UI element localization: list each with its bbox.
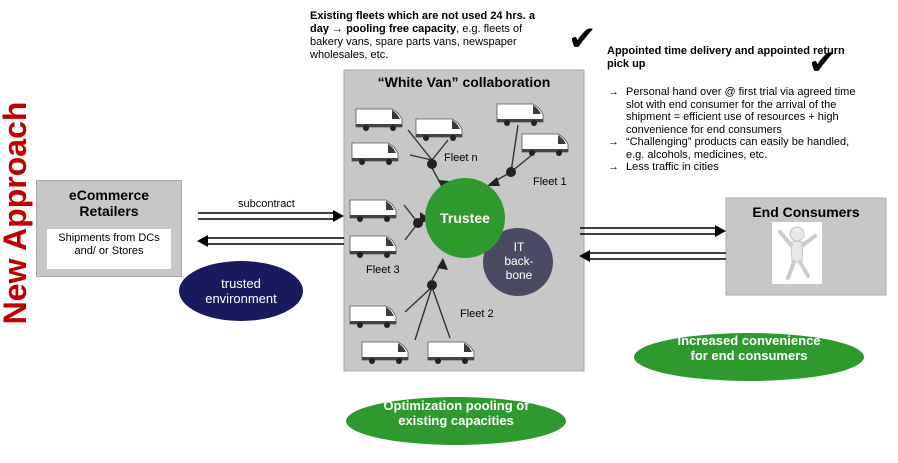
increased-convenience-oval [634,333,864,381]
ecom-to-collab-arrow [198,212,344,245]
fleet-2-node [427,280,437,290]
collab-to-consumer-arrow [580,227,726,260]
existing-fleets-bold: Existing fleets which are not used 24 hr… [310,10,535,35]
trustee-label: Trustee [440,210,490,226]
trusted-environment-oval [179,261,303,321]
existing-fleets-note: Existing fleets which are not used 24 hr… [310,10,550,62]
arrow-head-left [197,235,208,247]
arrow-head-right-2 [715,225,726,237]
checkmark-icon: ✔ [568,20,597,58]
fleet-3-node [413,218,423,228]
fleet-n-node [427,159,437,169]
fleet-1-node [506,167,516,177]
arrow-head-left-2 [579,250,590,262]
subcontract-label: subcontract [238,198,295,210]
ecommerce-subtitle: Shipments from DCs and/ or Stores [47,229,171,269]
fleet-n-label: Fleet n [444,152,478,164]
list-item: →Personal hand over @ first trial via ag… [608,86,856,136]
arrow-icon: → [608,161,619,173]
optimization-oval [346,397,566,445]
list-item: →Less traffic in cities [608,161,719,173]
existing-fleets-rest: , e.g. fleets of bakery vans, spare part… [310,23,523,61]
end-consumers-title: End Consumers [752,204,860,220]
trustee-oval [425,178,505,258]
trusted-environment-label: trusted environment [205,276,277,306]
checkmark-icon: ✔ [808,44,837,82]
collaboration-title: “White Van” collaboration [377,74,551,90]
delivery-bullets: →Personal hand over @ first trial via ag… [608,86,858,174]
fleet-3-label: Fleet 3 [366,264,400,276]
it-backbone-oval [483,228,553,296]
arrow-icon: → [608,86,619,98]
increased-convenience-label: Increased convenience for end consumers [677,333,821,363]
optimization-label: Optimization pooling of existing capacit… [383,398,529,428]
arrow-icon: → [608,136,619,148]
arrow-head-right [333,210,344,222]
list-item: →“Challenging” products can easily be ha… [608,136,850,161]
person-icon [772,222,822,284]
ecommerce-retailers-box: eCommerce Retailers Shipments from DCs a… [36,180,182,277]
it-backbone-label: IT back-bone [504,240,534,282]
fleet-2-label: Fleet 2 [460,308,494,320]
ecommerce-title: eCommerce Retailers [68,187,150,219]
fleet-1-label: Fleet 1 [533,176,567,188]
delivery-title: Appointed time delivery and appointed re… [607,45,845,70]
